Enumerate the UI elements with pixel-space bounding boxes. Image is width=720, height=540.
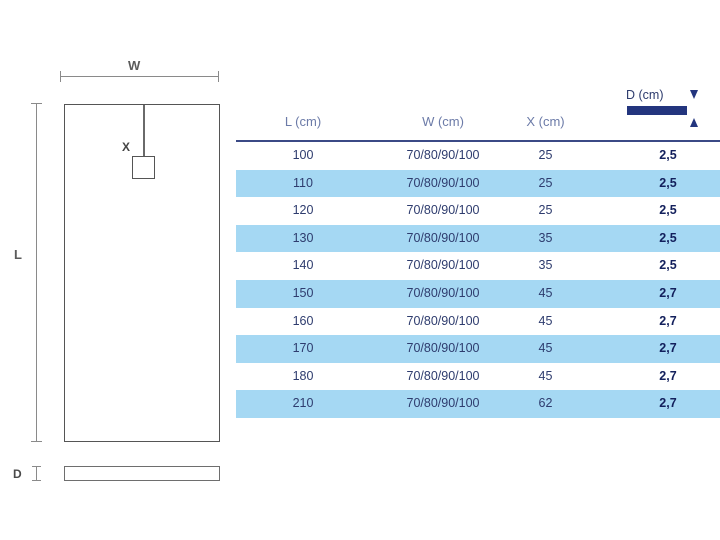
depth-dimension-label: D: [13, 467, 22, 481]
cell-width: 70/80/90/100: [406, 203, 480, 218]
technical-drawing: W L X D: [0, 0, 236, 540]
table-row: 100 70/80/90/100 25 2,5: [236, 142, 720, 170]
cell-length: 100: [292, 148, 314, 162]
cell-width: 70/80/90/100: [406, 258, 480, 273]
arrow-down-icon: [690, 90, 698, 99]
cell-drain-offset: 35: [538, 258, 553, 273]
cell-length: 110: [293, 175, 313, 190]
cell-length: 210: [292, 396, 314, 411]
cell-depth: 2,7: [659, 341, 677, 356]
cell-drain-offset: 25: [538, 203, 553, 218]
arrow-up-icon: [690, 118, 698, 127]
column-header-width: W (cm): [422, 114, 464, 129]
column-header-drain-offset: X (cm): [526, 114, 565, 129]
cell-width: 70/80/90/100: [406, 341, 480, 356]
cell-depth: 2,7: [659, 396, 677, 411]
cell-drain-offset: 45: [538, 341, 553, 356]
cell-depth: 2,5: [659, 148, 677, 162]
cell-depth: 2,7: [659, 285, 677, 300]
drain-square-icon: [132, 156, 155, 179]
depth-legend: D (cm): [626, 88, 720, 138]
cell-drain-offset: 45: [538, 368, 553, 383]
cell-width: 70/80/90/100: [406, 230, 480, 245]
cell-width: 70/80/90/100: [406, 368, 480, 383]
cell-length: 140: [292, 258, 314, 273]
table-row: 170 70/80/90/100 45 2,7: [236, 335, 720, 363]
length-dimension-line: [36, 103, 37, 442]
table-row: 180 70/80/90/100 45 2,7: [236, 363, 720, 391]
width-dimension-label: W: [128, 58, 141, 73]
column-header-length: L (cm): [284, 114, 322, 129]
cell-drain-offset: 25: [538, 175, 553, 190]
cell-drain-offset: 45: [538, 285, 553, 300]
dimensions-table: D (cm) L (cm) W (cm) X (cm) 100 70/80/90/…: [236, 0, 720, 540]
cell-depth: 2,5: [659, 203, 677, 218]
cell-drain-offset: 45: [538, 313, 553, 328]
depth-legend-label: D (cm): [626, 88, 664, 102]
shower-tray-side-view: [64, 466, 220, 481]
length-dimension-label: L: [14, 247, 23, 262]
cell-length: 120: [292, 203, 314, 218]
table-row: 160 70/80/90/100 45 2,7: [236, 308, 720, 336]
cell-depth: 2,7: [659, 313, 677, 328]
length-dimension-tick-bottom: [31, 441, 42, 442]
cell-depth: 2,5: [659, 230, 677, 245]
cell-drain-offset: 25: [538, 148, 553, 162]
cell-length: 150: [292, 285, 314, 300]
drain-offset-label: X: [122, 140, 131, 154]
table-row: 210 70/80/90/100 62 2,7: [236, 390, 720, 418]
table-row: 130 70/80/90/100 35 2,5: [236, 224, 720, 253]
drain-offset-line: [143, 105, 145, 173]
table-row: 140 70/80/90/100 35 2,5: [236, 252, 720, 280]
depth-dimension-tick: [32, 466, 41, 481]
table-header-rule: [236, 140, 720, 142]
cell-length: 170: [292, 341, 314, 356]
cell-length: 180: [292, 368, 314, 383]
cell-width: 70/80/90/100: [406, 175, 480, 190]
cell-depth: 2,5: [659, 258, 677, 273]
cell-depth: 2,5: [659, 175, 677, 190]
table-row: 150 70/80/90/100 45 2,7: [236, 279, 720, 308]
cell-depth: 2,7: [659, 368, 677, 383]
width-dimension-tick-left: [60, 71, 61, 82]
cell-width: 70/80/90/100: [406, 313, 480, 328]
width-dimension-tick-right: [218, 71, 219, 82]
cell-length: 160: [292, 313, 314, 328]
shower-tray-top-view: [64, 104, 220, 442]
table-row: 120 70/80/90/100 25 2,5: [236, 197, 720, 225]
cell-drain-offset: 35: [538, 230, 553, 245]
length-dimension-tick-top: [31, 103, 42, 104]
width-dimension-line: [60, 76, 218, 77]
table-header-row: L (cm) W (cm) X (cm): [236, 114, 720, 142]
cell-width: 70/80/90/100: [406, 396, 480, 411]
cell-drain-offset: 62: [538, 396, 553, 411]
table-row: 110 70/80/90/100 25 2,5: [236, 169, 720, 198]
cell-length: 130: [292, 230, 314, 245]
cell-width: 70/80/90/100: [406, 285, 480, 300]
depth-legend-bar: [627, 106, 687, 115]
cell-width: 70/80/90/100: [406, 148, 480, 162]
table-body: 100 70/80/90/100 25 2,5 110 70/80/90/100 25 2,5…: [236, 142, 720, 418]
